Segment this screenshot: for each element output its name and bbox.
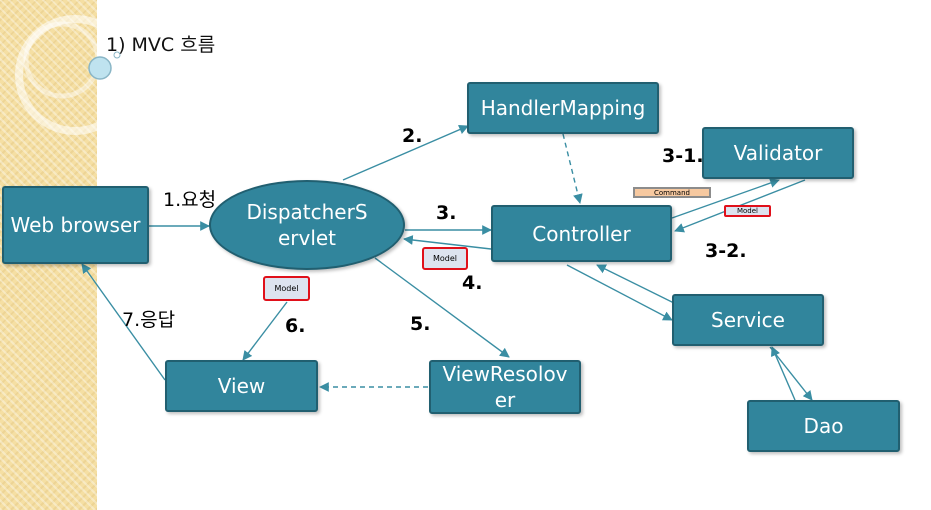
arrow-controller-service [566,264,673,321]
arrow-validate [671,178,780,219]
arrow-handler [342,124,469,181]
arrow-response [81,263,166,381]
dao-node: Dao [747,400,900,452]
web-browser-node: Web browser [2,186,149,264]
command-chip: Command [633,187,711,198]
step4-label: 4. [462,272,483,294]
step3-1-label: 3-1. [662,145,704,167]
step3-label: 3. [436,202,457,224]
service-node: Service [672,294,824,346]
controller-node: Controller [491,205,672,262]
decorative-rings [15,15,135,135]
arrow-service-controller [596,264,679,306]
model-chip-return: Model [422,247,468,270]
step6-label: 6. [285,315,306,337]
arrow-view-resolver [374,257,510,358]
model-chip-view: Model [263,276,310,301]
view-resolver-node: ViewResolov er [429,360,581,414]
arrow-render-view [242,301,288,361]
step2-label: 2. [402,125,423,147]
step5-label: 5. [410,313,431,335]
view-node: View [165,360,318,412]
model-chip-validator: Model [724,205,771,217]
handler-mapping-node: HandlerMapping [467,82,659,134]
validator-node: Validator [702,127,854,179]
arrow-handler-controller [562,133,583,204]
dispatcher-servlet-node: DispatcherS ervlet [209,180,405,270]
arrow-return-model [403,235,492,250]
slide-title: 1) MVC 흐름 [106,34,216,56]
step7-label: 7.응답 [122,309,176,331]
step3-2-label: 3-2. [705,240,747,262]
arrow-dao-service [771,346,796,401]
step1-label: 1.요청 [163,189,217,211]
